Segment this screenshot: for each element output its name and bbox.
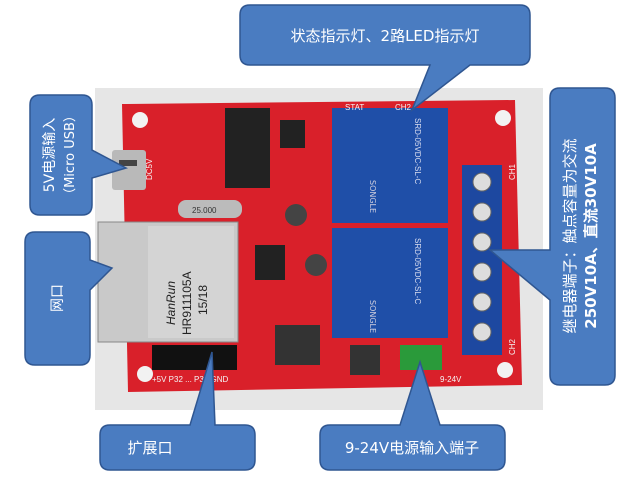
- callout-expansion: [99, 351, 256, 471]
- label-relay-1: 继电器端子：触点容量为交流: [561, 138, 579, 333]
- callout-power-usb: [29, 94, 128, 216]
- silk-header-labels: +5V P32 ... P35 GND: [152, 375, 228, 384]
- label-expansion: 扩展口: [127, 439, 172, 457]
- jack-brand: HanRun: [164, 281, 178, 325]
- silk-ch1: CH1: [508, 163, 517, 180]
- label-power-usb-1: 5V电源输入: [42, 118, 58, 192]
- relay-ch1: [332, 108, 448, 223]
- jack-model: HR911105A: [180, 271, 194, 335]
- jack-date: 15/18: [196, 285, 210, 315]
- pcb-board: DC5V HanRun HR911105A 15/18 25.000 STAT …: [97, 100, 522, 392]
- callout-relay-terminals: [487, 87, 616, 386]
- label-ethernet: 网口: [50, 284, 66, 312]
- label-power-usb-2: （Micro USB）: [63, 109, 78, 201]
- callout-dc-input: [319, 359, 506, 471]
- crystal-label: 25.000: [192, 206, 217, 215]
- silk-dc5v: DC5V: [145, 158, 154, 180]
- relay-model-ch1: SRD-05VDC-SL-C: [413, 118, 422, 184]
- crystal: [178, 200, 242, 218]
- callout-status-leds: [239, 4, 531, 113]
- relay-model-ch2: SRD-05VDC-SL-C: [413, 238, 422, 304]
- mcu-chip: [225, 108, 270, 188]
- silk-ch2: CH2: [508, 338, 517, 355]
- silk-ch2-top: CH2: [395, 103, 412, 112]
- silk-stat: STAT: [345, 103, 364, 112]
- label-relay-2: 250V10A、直流30V10A: [582, 143, 600, 329]
- relay-brand-ch1: SONGLE: [368, 180, 377, 213]
- relay-brand-ch2: SONGLE: [368, 300, 377, 333]
- silk-dc-label: 9-24V: [440, 375, 462, 384]
- label-status-leds: 状态指示灯、2路LED指示灯: [291, 27, 480, 45]
- expansion-header: [152, 345, 237, 370]
- callout-ethernet: [24, 231, 114, 366]
- label-dc-input: 9-24V电源输入端子: [345, 439, 479, 457]
- relay-ch2: [332, 228, 448, 338]
